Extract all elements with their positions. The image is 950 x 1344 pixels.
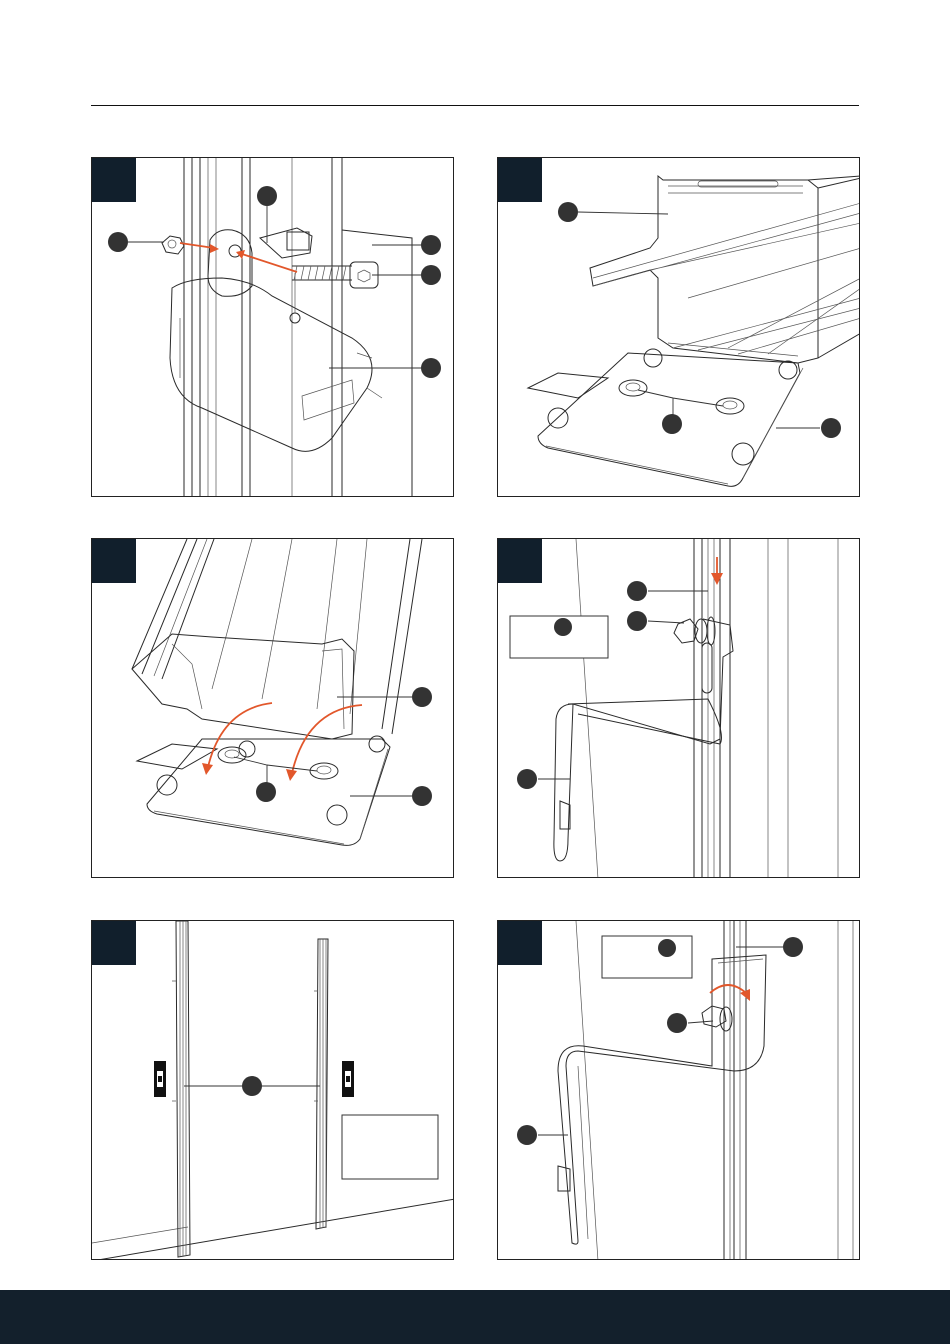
annotation-box [602, 936, 692, 978]
step-panel-5 [91, 920, 454, 1260]
callout-marker [627, 581, 647, 601]
top-divider-rule [91, 105, 859, 106]
callout-marker [821, 418, 841, 438]
step-panel-4 [497, 538, 860, 878]
callout-marker [517, 769, 537, 789]
annotation-box [342, 1115, 438, 1179]
callout-marker [108, 232, 128, 252]
callout-marker [257, 186, 277, 206]
step-number-tab [92, 158, 136, 202]
panel-2-illustration [498, 158, 860, 497]
callout-marker [783, 937, 803, 957]
callout-marker [627, 611, 647, 631]
callout-marker [256, 782, 276, 802]
callout-marker [667, 1013, 687, 1033]
callout-marker [558, 202, 578, 222]
step-panel-2 [497, 157, 860, 497]
callout-marker [421, 358, 441, 378]
callout-marker [658, 939, 676, 957]
callout-marker [421, 265, 441, 285]
assembly-arrow-down [711, 557, 723, 585]
spirit-level-icon [342, 1061, 354, 1097]
step-panel-6 [497, 920, 860, 1260]
page-footer-bar [0, 1290, 950, 1344]
callout-marker [662, 414, 682, 434]
step-number-tab [498, 921, 542, 965]
callout-marker [421, 235, 441, 255]
step-number-tab [498, 158, 542, 202]
callout-marker [412, 786, 432, 806]
hex-bolt-icon [702, 1006, 732, 1031]
hex-nut-icon [162, 236, 184, 254]
panel-1-illustration [92, 158, 454, 497]
step-panel-1 [91, 157, 454, 497]
panel-6-illustration [498, 921, 860, 1260]
callout-marker [412, 687, 432, 707]
panel-5-illustration [92, 921, 454, 1260]
step-panel-3 [91, 538, 454, 878]
step-number-tab [498, 539, 542, 583]
step-number-tab [92, 921, 136, 965]
spirit-level-icon [154, 1061, 166, 1097]
panel-4-illustration [498, 539, 860, 878]
callout-marker [517, 1125, 537, 1145]
callout-marker [242, 1076, 262, 1096]
assembly-arrow-2 [236, 250, 297, 272]
panel-3-illustration [92, 539, 454, 878]
hex-bolt-icon [292, 262, 378, 288]
step-number-tab [92, 539, 136, 583]
rotation-arrow-icon [286, 705, 362, 781]
callout-marker [554, 618, 572, 636]
